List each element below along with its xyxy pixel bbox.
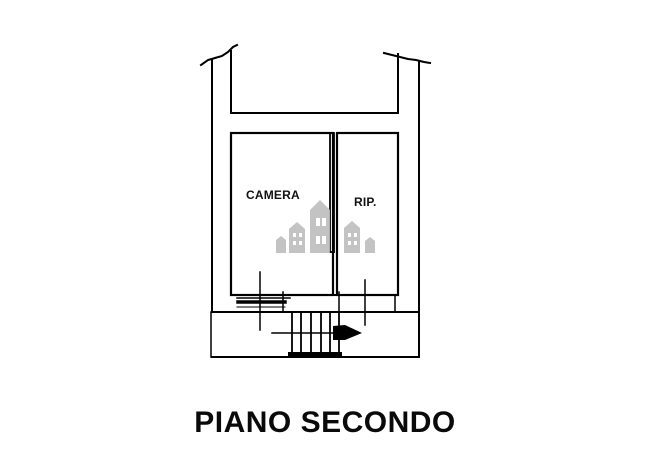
stair-arrow-icon (333, 325, 362, 340)
broken-wall-left (199, 43, 239, 67)
broken-wall-right (382, 51, 432, 65)
staircase (271, 311, 362, 356)
floor-title: PIANO SECONDO (194, 406, 456, 439)
room-label-camera: CAMERA (246, 188, 300, 202)
upper-void (230, 50, 399, 114)
room-rip-outline (335, 131, 400, 297)
room-label-rip: RIP. (354, 195, 377, 209)
